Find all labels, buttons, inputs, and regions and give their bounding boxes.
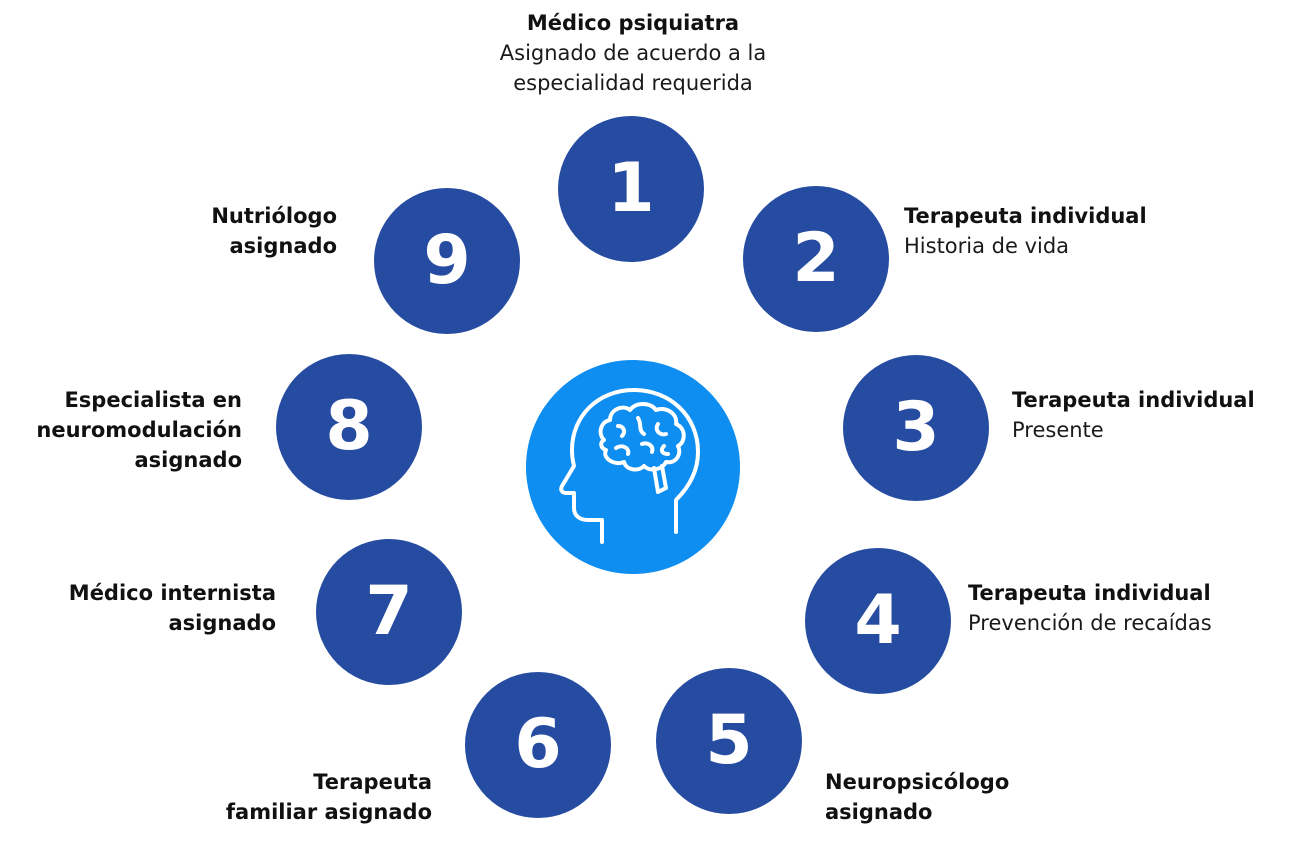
node-7-number: 7: [365, 572, 413, 651]
node-7-label: Médico internista asignado: [20, 578, 276, 638]
node-6-title-line-2: familiar asignado: [225, 800, 432, 824]
node-8-number: 8: [325, 387, 373, 466]
node-8-title-line-1: Especialista en: [64, 388, 242, 412]
node-9-title-line-1: Nutriólogo: [211, 204, 337, 228]
node-1-circle: 1: [558, 116, 704, 262]
center-circle: [526, 360, 740, 574]
node-2-circle: 2: [743, 186, 889, 332]
node-5-title-line-1: Neuropsicólogo: [825, 770, 1010, 794]
node-4-number: 4: [854, 581, 902, 660]
node-9-title-line-2: asignado: [229, 234, 337, 258]
node-3-label: Terapeuta individual Presente: [1012, 385, 1255, 445]
node-8-circle: 8: [276, 354, 422, 500]
node-6-circle: 6: [465, 672, 611, 818]
node-3-number: 3: [892, 388, 940, 467]
node-4-title: Terapeuta individual: [968, 581, 1211, 605]
node-7-circle: 7: [316, 539, 462, 685]
node-3-title: Terapeuta individual: [1012, 388, 1255, 412]
node-2-title: Terapeuta individual: [904, 204, 1147, 228]
node-3-circle: 3: [843, 355, 989, 501]
node-1-subtitle-line-2: especialidad requerida: [513, 71, 753, 95]
node-8-title-line-3: asignado: [134, 448, 242, 472]
node-9-label: Nutriólogo asignado: [120, 201, 337, 261]
node-5-number: 5: [705, 701, 753, 780]
node-2-subtitle: Historia de vida: [904, 234, 1070, 258]
head-brain-icon: [559, 388, 700, 544]
node-8-label: Especialista en neuromodulación asignado: [10, 385, 242, 475]
node-3-subtitle: Presente: [1012, 418, 1104, 442]
node-4-circle: 4: [805, 548, 951, 694]
node-2-label: Terapeuta individual Historia de vida: [904, 201, 1147, 261]
node-1-title: Médico psiquiatra: [526, 11, 740, 35]
node-7-title-line-1: Médico internista: [68, 581, 276, 605]
node-7-title-line-2: asignado: [168, 611, 276, 635]
node-1-subtitle-line-1: Asignado de acuerdo a la: [499, 41, 767, 65]
node-9-circle: 9: [374, 188, 520, 334]
node-5-label: Neuropsicólogo asignado: [825, 767, 1009, 827]
node-4-label: Terapeuta individual Prevención de recaí…: [968, 578, 1212, 638]
node-1-number: 1: [607, 149, 655, 228]
node-6-title-line-1: Terapeuta: [313, 770, 432, 794]
node-2-number: 2: [792, 219, 840, 298]
node-4-subtitle: Prevención de recaídas: [968, 611, 1212, 635]
node-5-circle: 5: [656, 668, 802, 814]
node-5-title-line-2: asignado: [825, 800, 933, 824]
node-9-number: 9: [423, 221, 471, 300]
node-6-label: Terapeuta familiar asignado: [150, 767, 432, 827]
node-6-number: 6: [514, 705, 562, 784]
node-1-label: Médico psiquiatra Asignado de acuerdo a …: [458, 8, 808, 98]
node-8-title-line-2: neuromodulación: [36, 418, 242, 442]
